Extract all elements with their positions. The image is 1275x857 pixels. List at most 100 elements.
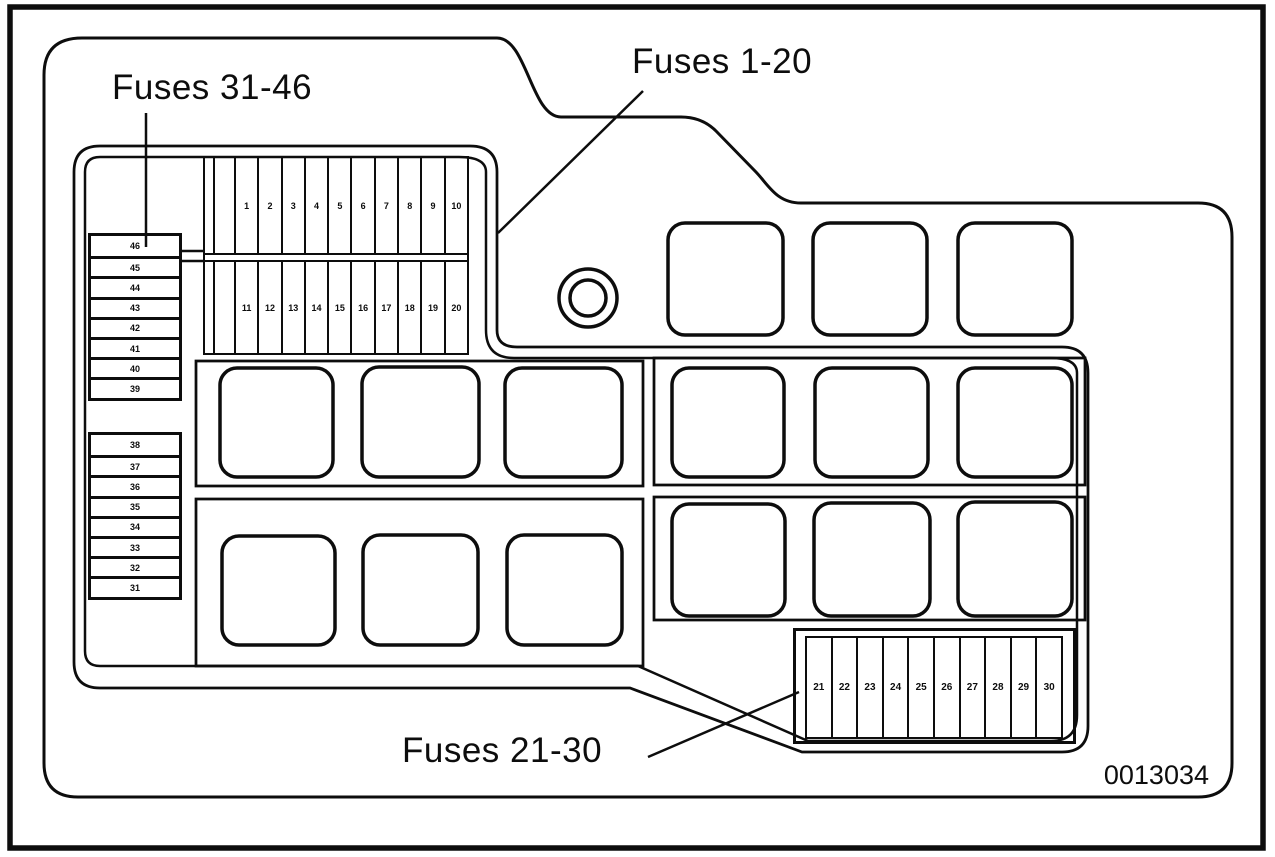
housing-outline-outer	[72, 144, 1090, 754]
fuse-slot-13: 13	[280, 262, 304, 353]
fuse-slot-2: 2	[257, 158, 280, 253]
fuse-number: 13	[288, 302, 299, 313]
relay-slot	[220, 534, 337, 647]
fuse-slot-25: 25	[907, 638, 933, 737]
fuse-slot-21: 21	[807, 638, 831, 737]
grommet-icon	[568, 278, 608, 318]
fuse-number: 28	[992, 682, 1004, 693]
fuse-number: 23	[864, 682, 876, 693]
fuse-slot-15: 15	[327, 262, 350, 353]
label-fuses-1-20: Fuses 1-20	[632, 42, 813, 81]
fuse-slot-38: 38	[91, 435, 179, 455]
fuse-number: 2	[267, 200, 273, 211]
fuse-number: 41	[129, 343, 140, 354]
relay-bay-right-upper	[652, 356, 1087, 487]
fuse-slot-34: 34	[91, 515, 179, 536]
fuse-number: 36	[129, 481, 140, 492]
relay-slot	[956, 366, 1074, 479]
fuse-number: 34	[129, 522, 140, 533]
fuse-number: 29	[1017, 682, 1030, 693]
fuse-slot-46: 46	[91, 236, 179, 256]
fuse-slot-40: 40	[91, 357, 179, 377]
relay-slot	[812, 501, 932, 618]
fuse-slot-27: 27	[958, 638, 985, 737]
fuse-slot-1: 1	[234, 158, 257, 253]
fuse-slot-14: 14	[303, 262, 327, 353]
fuse-slot-11: 11	[234, 262, 257, 353]
relay-slot	[670, 502, 787, 618]
fuse-number: 11	[241, 302, 252, 313]
fuse-number: 8	[407, 200, 413, 211]
fuse-number: 20	[451, 302, 462, 313]
fuse-number: 14	[311, 302, 322, 313]
fuse-slot-29: 29	[1009, 638, 1036, 737]
relay-bay-left-upper	[194, 359, 645, 488]
fuse-number: 24	[890, 682, 902, 693]
fuse-number: 43	[129, 303, 140, 314]
fuse-slot-30: 30	[1035, 638, 1061, 737]
relay-bay-left-lower	[194, 497, 645, 668]
fuse-number: 6	[360, 200, 366, 211]
fuse-number: 12	[264, 302, 275, 313]
relay-slot	[361, 533, 480, 647]
fuse-row-spacer	[215, 262, 234, 353]
fuse-number: 33	[129, 542, 140, 553]
fuse-slot-6: 6	[350, 158, 373, 253]
grommet-icon	[557, 267, 619, 329]
leader-line-fuses-1-20	[497, 90, 644, 234]
fuse-number: 38	[129, 440, 140, 451]
fuse-number: 16	[358, 302, 369, 313]
relay-slot	[956, 500, 1074, 618]
relay-bay-right-lower	[652, 495, 1087, 622]
fuse-slot-8: 8	[397, 158, 420, 253]
relay-slot	[811, 221, 929, 337]
fuse-slot-12: 12	[257, 262, 280, 353]
fuse-number: 10	[451, 200, 462, 211]
fuse-slot-10: 10	[443, 158, 467, 253]
fuse-slot-43: 43	[91, 296, 179, 317]
fuse-slot-23: 23	[856, 638, 882, 737]
fuse-number: 18	[404, 302, 415, 313]
fuse-slot-28: 28	[984, 638, 1010, 737]
fuse-slot-22: 22	[830, 638, 857, 737]
fuse-number: 9	[430, 200, 436, 211]
fuse-slot-37: 37	[91, 455, 179, 475]
fuse-number: 4	[314, 200, 320, 211]
leader-line-fuses-21-30	[647, 690, 800, 759]
fuse-number: 39	[129, 383, 140, 394]
fuse-slot-3: 3	[280, 158, 304, 253]
fuse-slot-45: 45	[91, 256, 179, 276]
relay-slot	[666, 221, 785, 337]
outer-frame	[7, 4, 1266, 851]
fuse-number: 22	[838, 682, 850, 693]
part-number: 0013034	[1103, 760, 1209, 790]
fuse-number: 42	[129, 323, 140, 334]
fuse-slot-4: 4	[303, 158, 327, 253]
cover-outline	[42, 36, 1234, 799]
fuse-number: 1	[244, 200, 250, 211]
relay-slot	[360, 365, 481, 479]
fuse-row-spacer	[205, 262, 215, 353]
fuse-slot-44: 44	[91, 276, 179, 296]
fuse-number: 7	[383, 200, 389, 211]
label-fuses-21-30: Fuses 21-30	[402, 731, 603, 770]
fuse-slot-26: 26	[932, 638, 959, 737]
fuse-number: 21	[813, 682, 825, 693]
fuse-slot-33: 33	[91, 535, 179, 556]
fuse-slot-16: 16	[350, 262, 373, 353]
relay-slot	[503, 366, 624, 479]
fuse-slot-41: 41	[91, 336, 179, 357]
fuse-number: 46	[129, 241, 140, 252]
fuse-slot-32: 32	[91, 556, 179, 576]
fuse-number: 5	[337, 200, 343, 211]
relay-slot	[670, 366, 786, 479]
fuse-number: 45	[129, 262, 140, 273]
fuse-number: 35	[129, 502, 140, 513]
